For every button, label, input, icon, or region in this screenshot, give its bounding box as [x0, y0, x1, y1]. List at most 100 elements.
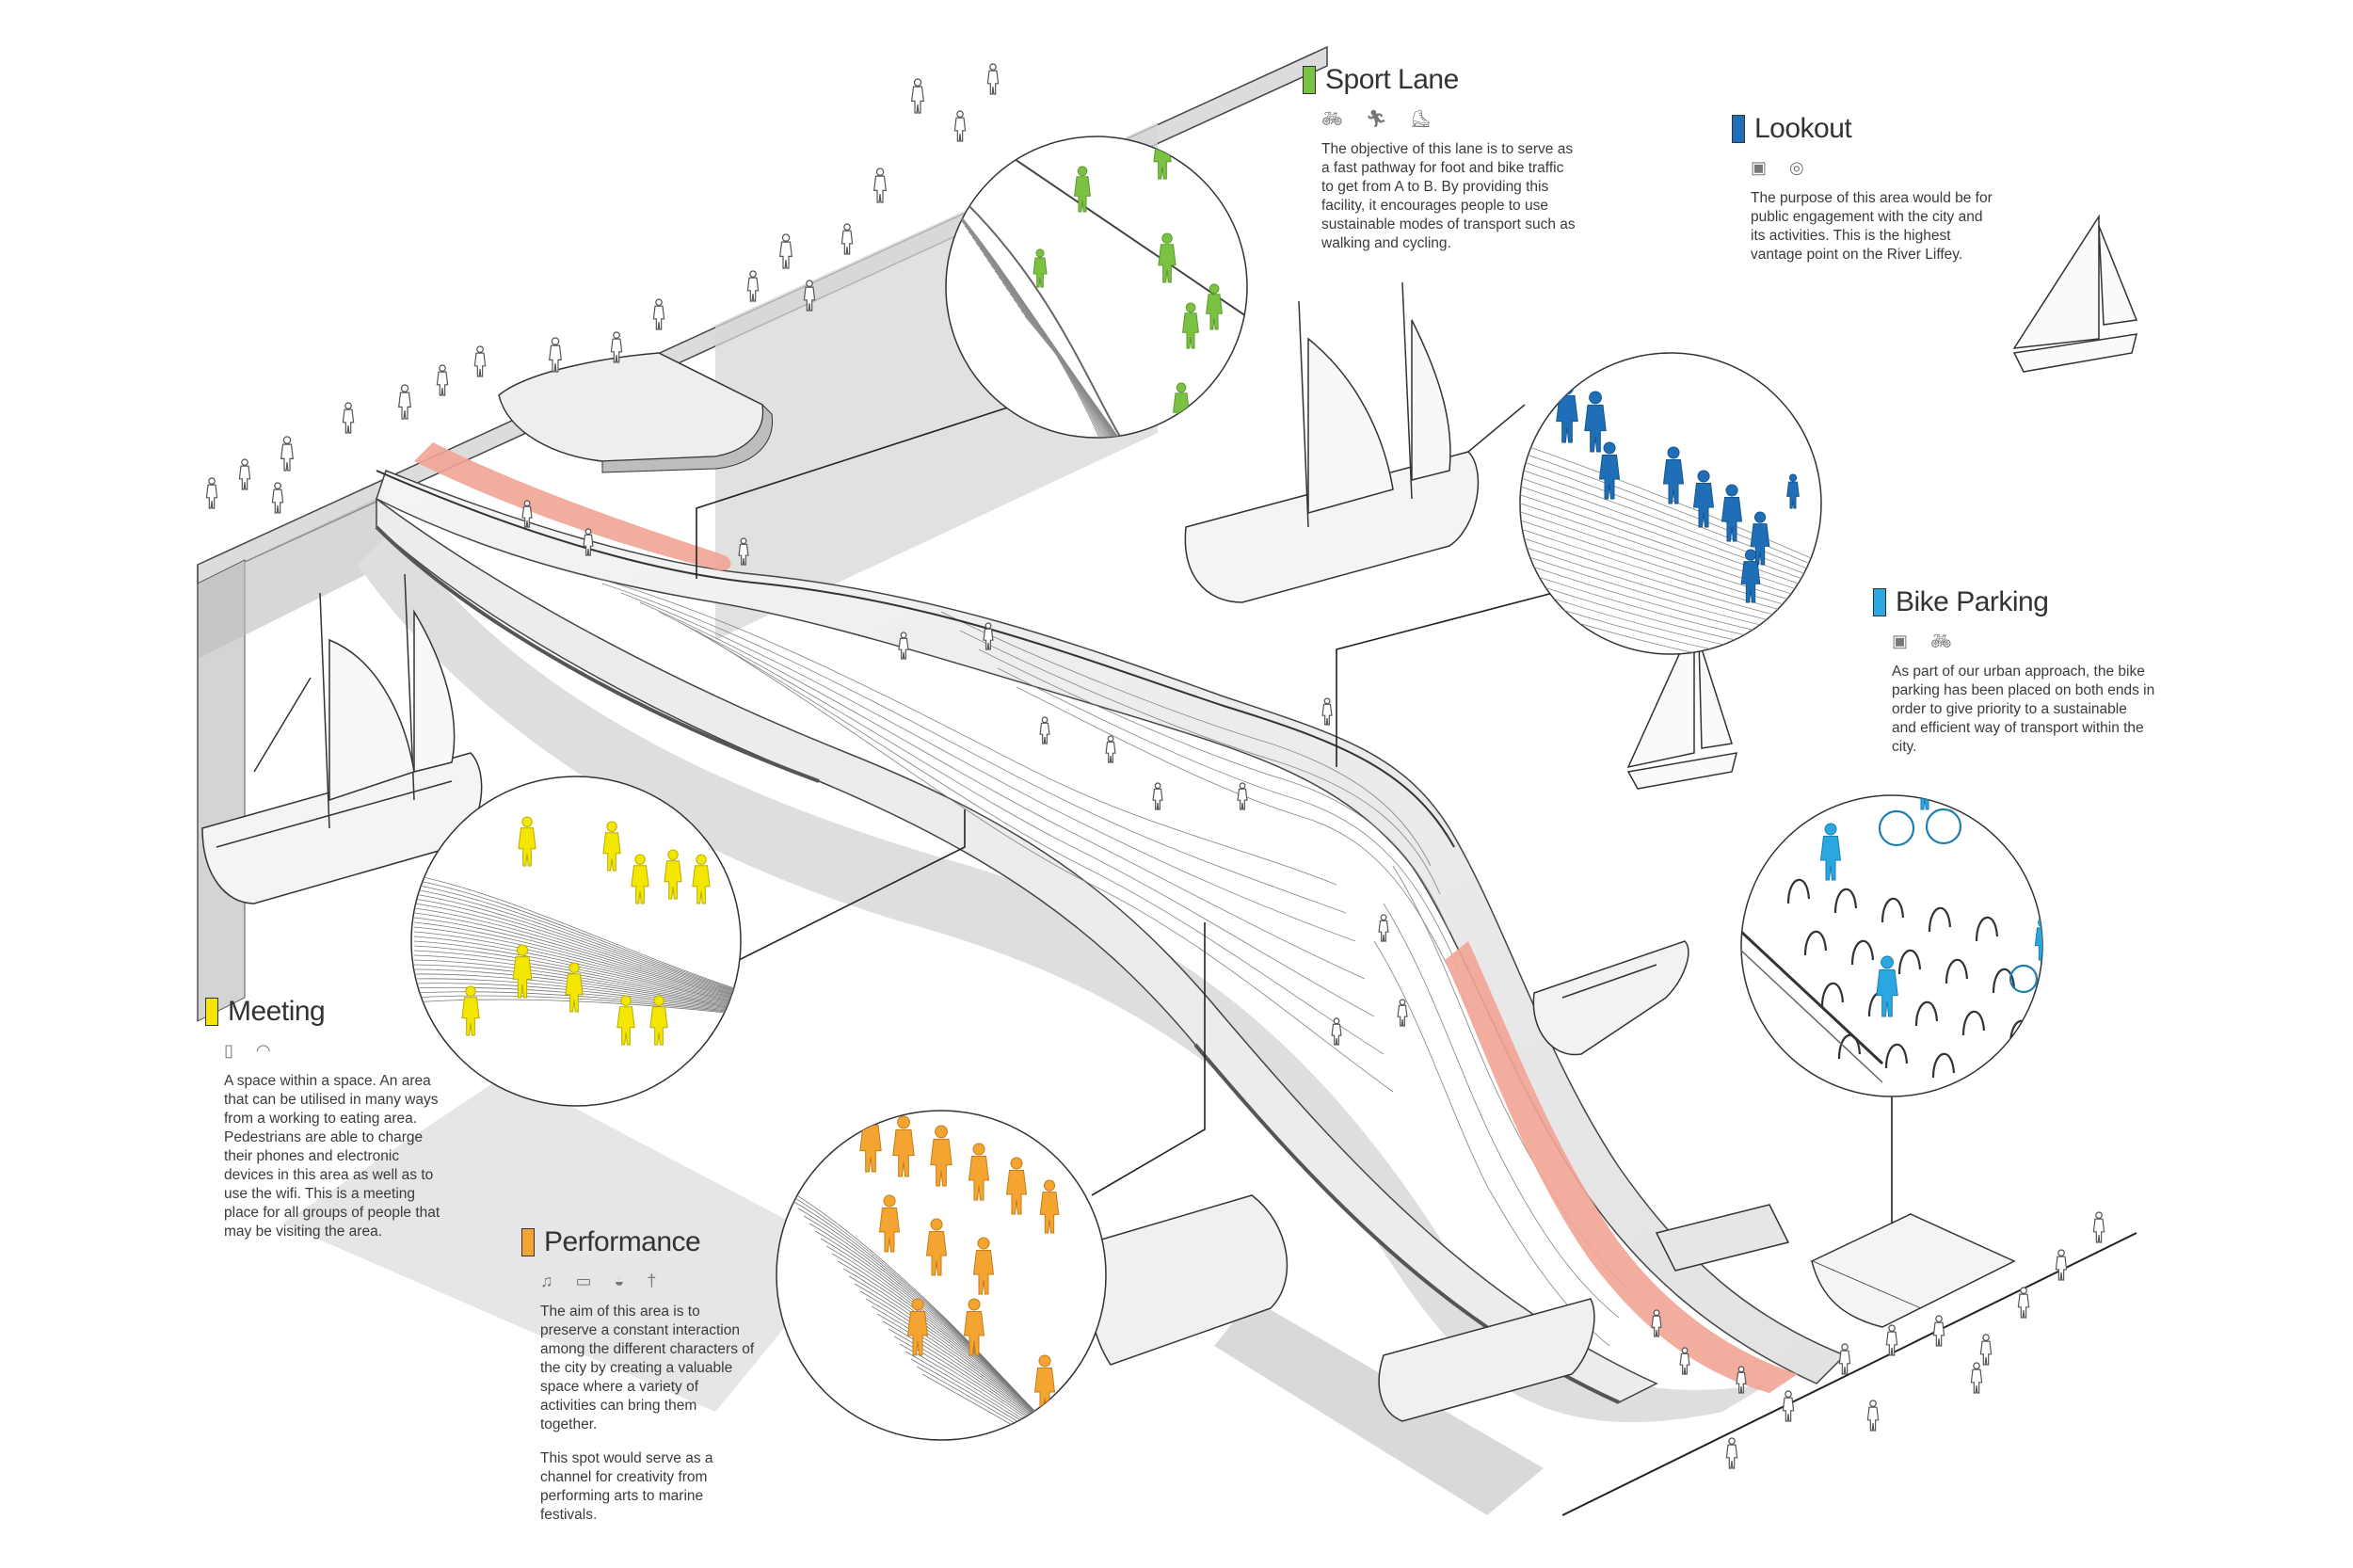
- south-bike-shelter: [1810, 1213, 2016, 1328]
- contour-line: [899, 1343, 1096, 1440]
- onlooker-figure: [1692, 470, 1715, 528]
- pedestrian-figure: [1152, 782, 1163, 810]
- bike-rack: [1850, 939, 1875, 966]
- contour-line: [413, 903, 735, 995]
- pedestrian-figure: [1651, 1309, 1662, 1337]
- performer-figure: [930, 1125, 952, 1187]
- contour-line: [413, 912, 735, 997]
- contour-line: [842, 1268, 1059, 1435]
- onlooker-figure: [1584, 391, 1607, 453]
- bike-rack: [1928, 906, 1952, 933]
- bicycle-icon: 🚲︎: [1930, 632, 1952, 650]
- contour-line: [413, 991, 735, 1013]
- pedestrian-figure: [1970, 1362, 1983, 1394]
- pedestrian-figure: [779, 233, 792, 269]
- meeting-person-figure: [461, 985, 480, 1036]
- contour-line: [413, 940, 735, 1002]
- bridge-shadow: [282, 527, 1769, 1515]
- pedestrian-figure: [1885, 1324, 1898, 1356]
- pedestrian-figure: [610, 331, 623, 363]
- bike-rack: [1786, 878, 1811, 904]
- pedestrian-figure: [398, 384, 411, 420]
- sailboat-1: [2012, 214, 2138, 373]
- pedestrian-figure: [271, 482, 284, 514]
- pedestrian-figure: [1932, 1315, 1945, 1347]
- bike-parking-color-swatch: [1873, 588, 1886, 616]
- cyclist-figure: [1206, 283, 1223, 330]
- contour-line: [413, 884, 735, 991]
- pedestrian-figure: [342, 402, 355, 434]
- contour-line: [1520, 484, 1821, 594]
- sport-lane-description: The objective of this lane is to serve a…: [1321, 141, 1576, 251]
- pedestrian-figure: [1105, 735, 1116, 763]
- sport-lane-callout: Sport Lane 🚲︎ 🏃︎ ⛸︎ The objective of thi…: [1303, 64, 1576, 253]
- bike-rack: [1837, 1033, 1862, 1060]
- performer-figure: [906, 1298, 929, 1356]
- meeting-person-figure: [512, 944, 533, 999]
- cyclist-figure: [1032, 248, 1048, 288]
- drum-icon: ▭: [575, 1272, 592, 1290]
- binoculars-icon: ◎: [1789, 158, 1804, 177]
- pedestrian-figure: [1397, 999, 1408, 1027]
- onlooker-figure: [1598, 441, 1621, 500]
- bike-rack: [1820, 982, 1845, 1008]
- performance-title: Performance: [544, 1226, 701, 1257]
- contour-line: [1520, 475, 1821, 588]
- contour-line: [1520, 458, 1821, 577]
- meeting-detail-circle: [410, 776, 742, 1107]
- sport-lane-title: Sport Lane: [1325, 64, 1459, 95]
- sport-lane-color-swatch: [1303, 66, 1316, 94]
- bike-rack: [1961, 1010, 1986, 1036]
- performer-figure: [878, 1194, 901, 1253]
- contour-line: [413, 954, 735, 1005]
- pedestrian-figure: [521, 500, 533, 528]
- leader-lines: [696, 404, 1893, 1224]
- bike-parking-description: As part of our urban approach, the bike …: [1892, 664, 2155, 755]
- meeting-person-figure: [602, 821, 621, 872]
- performer-figure: [972, 1237, 995, 1295]
- pedestrian-figure: [1838, 1343, 1851, 1375]
- bike-rack: [1833, 888, 1858, 914]
- wifi-icon: ◠: [255, 1041, 271, 1060]
- contour-line: [413, 898, 735, 994]
- pedestrian-figure: [1736, 1366, 1747, 1394]
- pedestrian-figure: [983, 622, 994, 650]
- bike-rack: [2025, 1071, 2042, 1096]
- performance-callout: Performance ♫ ▭ ◒ † The aim of this area…: [521, 1226, 757, 1525]
- performer-figure: [1039, 1179, 1060, 1234]
- bike-rack: [1884, 1043, 1909, 1069]
- sailboat-2: [1626, 620, 1738, 790]
- bicycle-icon: 🚲︎: [1321, 109, 1343, 128]
- sport-lane-icons: 🚲︎ 🏃︎ ⛸︎: [1321, 109, 1576, 129]
- performer-figure: [1005, 1157, 1028, 1215]
- meeting-person-figure: [565, 962, 584, 1013]
- motorboat-right: [1532, 940, 1689, 1056]
- lookout-title: Lookout: [1754, 113, 1852, 144]
- pedestrian-figure: [205, 477, 218, 509]
- bike-user-figure: [2034, 918, 2042, 961]
- pedestrian-figures: [205, 63, 2105, 1469]
- contour-line: [1520, 501, 1821, 605]
- mask-icon: ◒: [614, 1272, 625, 1290]
- performance-description-2: This spot would serve as a channel for c…: [540, 1450, 713, 1523]
- pedestrian-figure: [1321, 697, 1333, 726]
- pedestrian-figure: [840, 223, 854, 255]
- contour-line: [413, 921, 735, 999]
- meeting-person-figure: [631, 854, 649, 904]
- pedestrian-figure: [1979, 1334, 1993, 1366]
- meeting-person-figure: [518, 816, 536, 867]
- contour-line: [413, 999, 735, 1015]
- contour-line: [413, 950, 735, 1004]
- pedestrian-figure: [583, 528, 594, 556]
- pedestrian-figure: [1331, 1017, 1342, 1046]
- contour-line: [413, 959, 735, 1006]
- performance-icons: ♫ ▭ ◒ †: [540, 1272, 757, 1291]
- pedestrian-figure: [238, 458, 251, 490]
- contour-line: [904, 1351, 1100, 1440]
- sport-lane-detail-circle: [945, 136, 1248, 439]
- meeting-callout: Meeting ▯ ◠ A space within a space. An a…: [205, 996, 440, 1241]
- bike-parking-icons: ▣ 🚲︎: [1892, 632, 2155, 651]
- meeting-person-figure: [649, 995, 668, 1046]
- pedestrian-figure: [986, 63, 1000, 95]
- pedestrian-figure: [2017, 1287, 2030, 1319]
